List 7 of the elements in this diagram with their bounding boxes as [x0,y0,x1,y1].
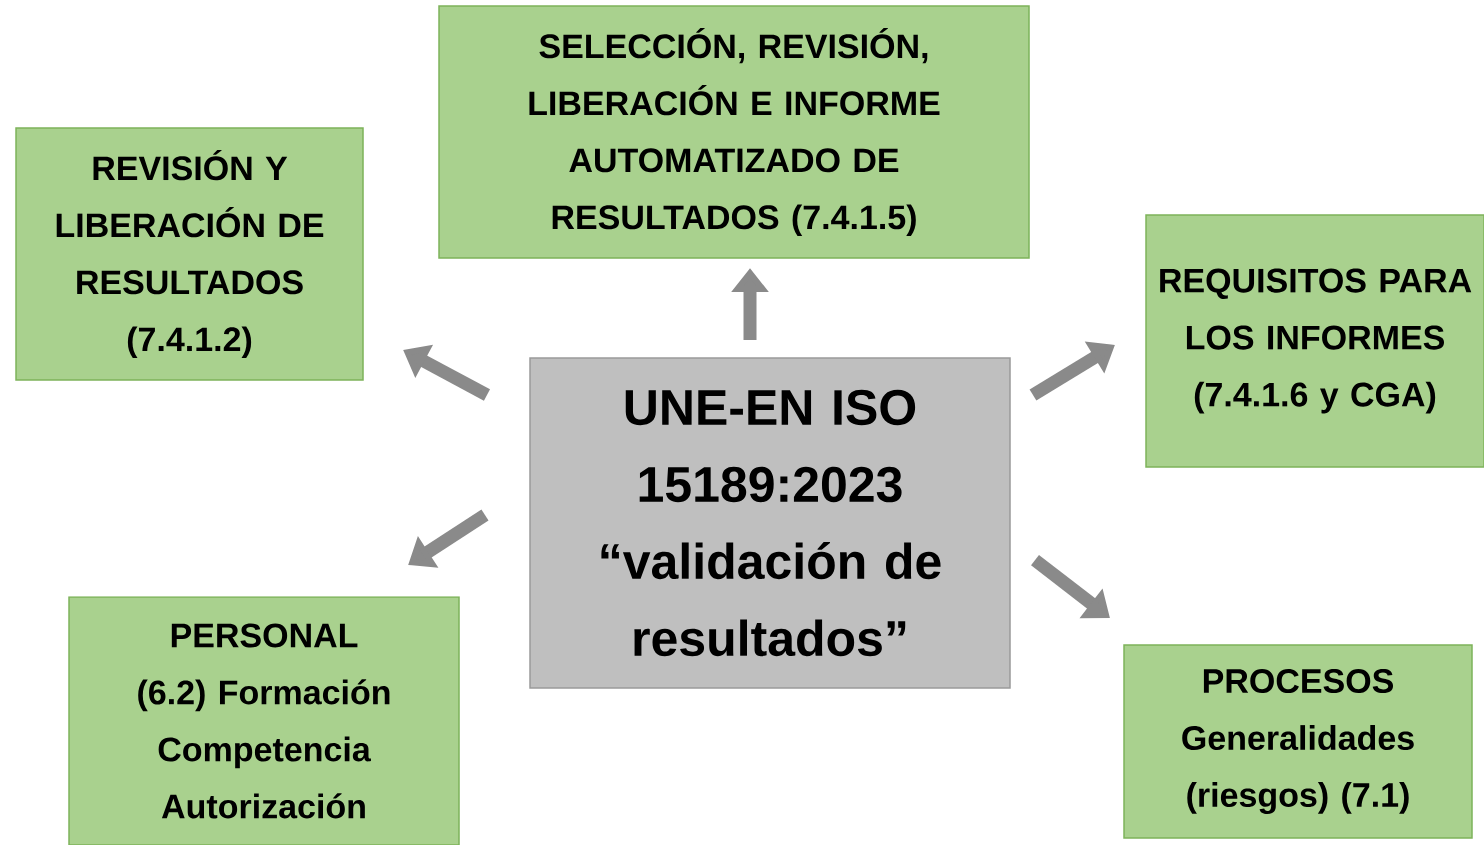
title-box: UNE-EN ISO 15189:2023 “validación de resultados” [529,357,1011,689]
topic-box: REQUISITOS PARA LOS INFORMES (7.4.1.6 y CGA) [1145,214,1484,468]
topic-box: REVISIÓN Y LIBERACIÓN DE RESULTADOS (7.4.1.2) [15,127,364,381]
topic-box: PERSONAL (6.2) Formación Competencia Autorización [68,596,460,845]
block-arrow [1031,554,1110,619]
topic-box: PROCESOS Generalidades (riesgos) (7.1) [1123,644,1473,839]
topic-box: SELECCIÓN, REVISIÓN, LIBERACIÓN E INFORME AUTOMATIZADO DE RESULTADOS (7.4.1.5) [438,5,1030,259]
